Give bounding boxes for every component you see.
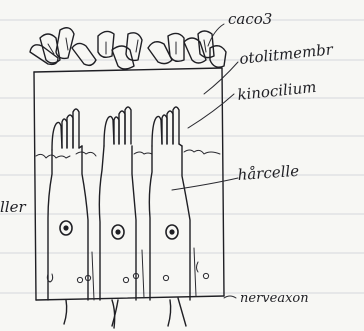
- hair-cell-left: [48, 109, 88, 300]
- label-crystals: caco3: [228, 10, 272, 28]
- label-axon: nerveaxon: [240, 291, 309, 306]
- label-cilium: kinocilium: [237, 78, 318, 104]
- otolith-membrane: [34, 68, 224, 300]
- label-membrane: otolitmembr: [239, 40, 335, 68]
- nerve-axons: [64, 298, 186, 328]
- label-left-fragment: ller: [0, 198, 26, 216]
- label-hair-cell: hårcelle: [237, 162, 300, 184]
- otoconia-crystals: [30, 28, 226, 69]
- supporting-cells: [47, 248, 208, 300]
